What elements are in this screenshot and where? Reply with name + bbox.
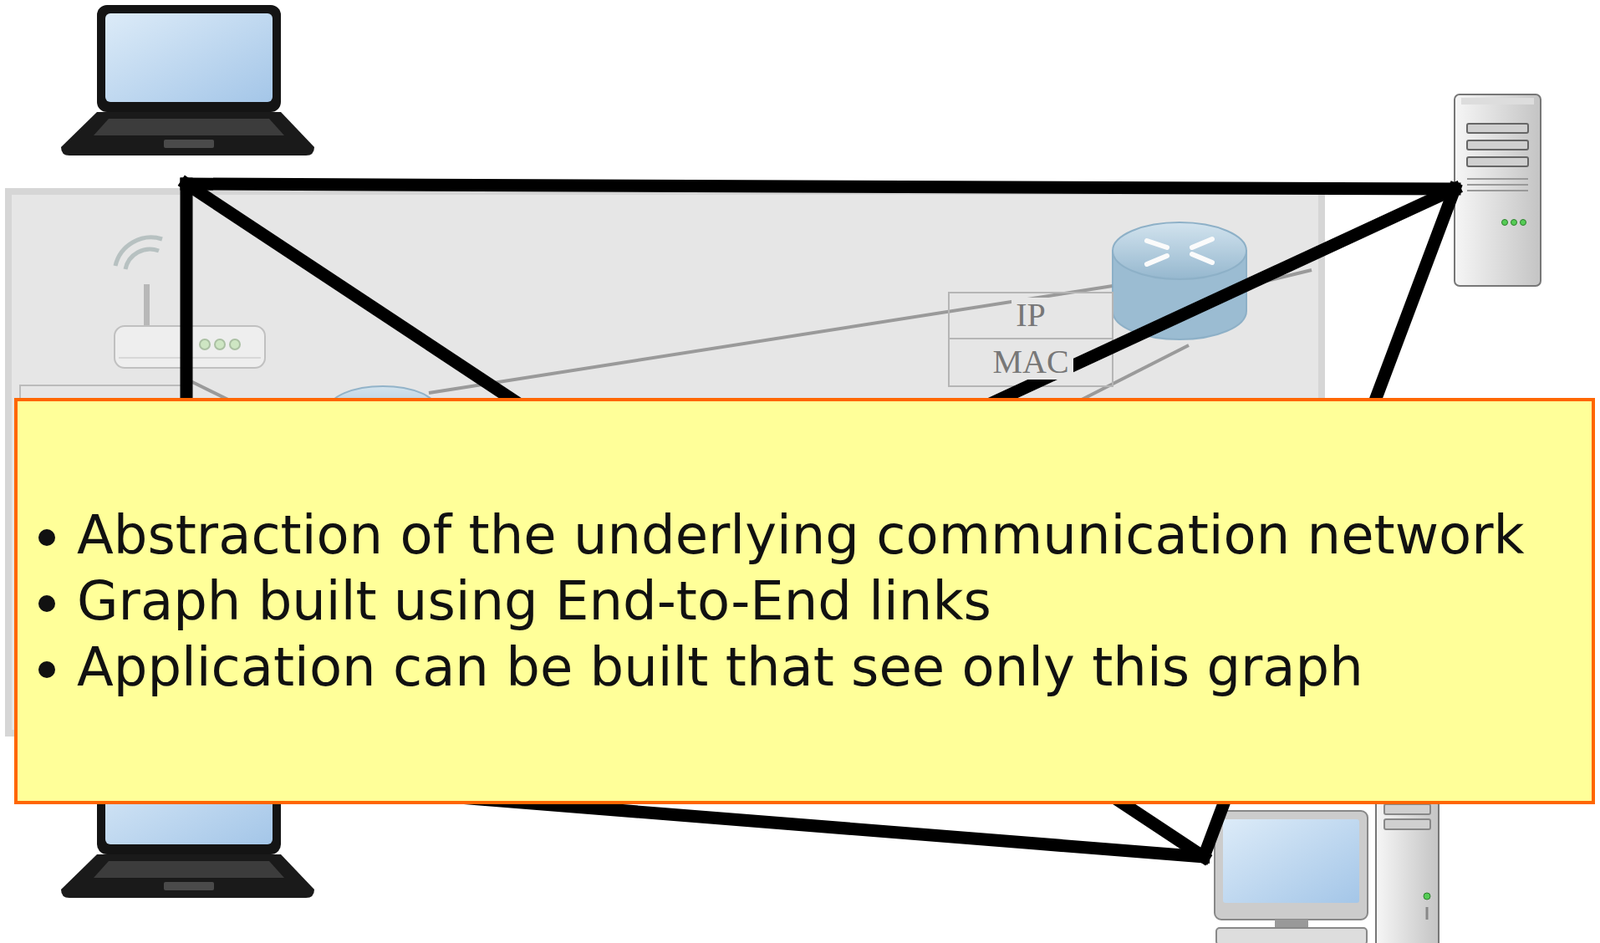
wifi-router <box>214 339 225 350</box>
desktop-icon <box>1384 819 1431 830</box>
server-icon <box>1467 123 1529 133</box>
wifi-router <box>143 284 150 330</box>
server-icon <box>1467 157 1529 167</box>
laptop-icon <box>96 5 281 113</box>
overlay-link <box>186 183 1455 189</box>
router <box>1192 254 1213 263</box>
laptop-icon <box>163 139 215 148</box>
server-icon <box>1520 219 1527 226</box>
bullet-text: Application can be built that see only t… <box>76 634 1575 701</box>
callout-box: Abstraction of the underlying communicat… <box>14 397 1595 805</box>
protocol-stack <box>948 292 1113 387</box>
laptop-icon <box>61 112 315 156</box>
server-icon <box>1511 219 1518 226</box>
router <box>1146 239 1213 265</box>
wifi-router <box>115 237 163 266</box>
bullet-list: Abstraction of the underlying communicat… <box>17 502 1592 701</box>
desktop-icon <box>1214 790 1439 943</box>
desktop-icon <box>1375 790 1439 943</box>
router <box>1192 239 1213 248</box>
desktop-icon <box>1216 927 1367 943</box>
wifi-router <box>125 249 159 270</box>
server-icon <box>1467 183 1529 186</box>
server-icon <box>1454 94 1541 286</box>
router <box>1146 255 1167 265</box>
server-icon <box>1467 178 1529 180</box>
desktop-icon <box>1222 819 1360 903</box>
server-icon <box>1467 140 1529 150</box>
server-icon <box>1502 219 1509 226</box>
server-icon <box>1461 97 1534 105</box>
desktop-icon <box>1274 919 1309 928</box>
desktop-icon <box>1423 892 1431 900</box>
desktop-icon <box>1426 907 1429 920</box>
bullet-text: Abstraction of the underlying communicat… <box>76 502 1575 569</box>
desktop-icon <box>1384 804 1431 815</box>
protocol-stack <box>948 292 1113 339</box>
server-icon <box>1454 94 1541 286</box>
desktop-icon <box>1214 810 1368 920</box>
wifi-router <box>199 339 210 350</box>
bullet-text: Graph built using End-to-End links <box>76 568 1575 635</box>
laptop-icon <box>105 13 273 102</box>
laptop-icon <box>61 5 315 156</box>
protocol-layer-label: MAC <box>988 344 1073 380</box>
laptop-icon <box>93 118 285 136</box>
router <box>1112 222 1247 280</box>
protocol-layer-label: IP <box>1011 297 1050 333</box>
router <box>1146 240 1167 248</box>
server-icon <box>1467 189 1529 192</box>
physical-link <box>428 285 1113 393</box>
wifi-router <box>229 339 240 350</box>
